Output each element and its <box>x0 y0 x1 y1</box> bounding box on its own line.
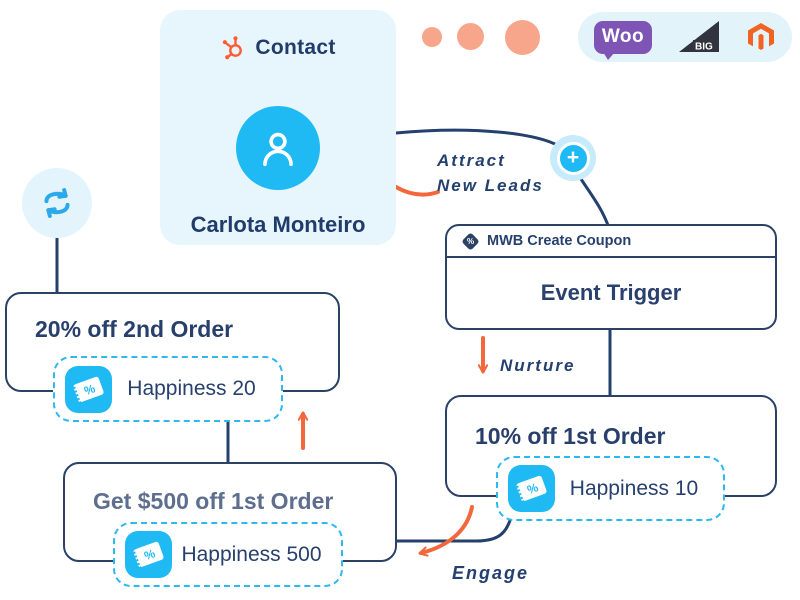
coupon-ticket-icon: % <box>508 465 555 512</box>
mwb-node-header: % MWB Create Coupon <box>447 226 775 258</box>
person-icon <box>263 132 293 167</box>
coupon-code-label: Happiness 20 <box>127 377 256 400</box>
offer-title: 10% off 1st Order <box>475 423 666 449</box>
woo-logo-label: Woo <box>601 26 645 47</box>
sync-arrows-icon <box>44 188 70 218</box>
engage-label: Engage <box>452 563 530 583</box>
coupon-chip-happiness-500[interactable]: % Happiness 500 <box>113 522 343 587</box>
contact-card-header: Contact <box>220 34 335 61</box>
flow-dot-medium <box>457 23 484 50</box>
offer-title: Get $500 off 1st Order <box>93 488 334 514</box>
magento-logo[interactable] <box>746 22 776 52</box>
nurture-label: Nurture <box>500 356 576 375</box>
coupon-chip-happiness-10[interactable]: % Happiness 10 <box>496 456 725 521</box>
coupon-code-label: Happiness 10 <box>569 476 699 500</box>
contact-name: Carlota Monteiro <box>190 212 366 237</box>
hubspot-contact-card[interactable]: Contact Carlota Monteiro <box>160 10 396 245</box>
hubspot-logo-icon <box>223 36 243 60</box>
event-trigger-label: Event Trigger <box>540 280 682 305</box>
bigcommerce-logo[interactable]: BIG <box>679 21 719 53</box>
flow-dot-large <box>505 20 540 55</box>
plus-icon: + <box>556 141 590 175</box>
platforms-pill: Woo BIG <box>578 12 792 62</box>
coupon-chip-happiness-20[interactable]: % Happiness 20 <box>53 356 283 422</box>
mwb-node-title: MWB Create Coupon <box>487 233 632 249</box>
contact-avatar <box>236 106 320 190</box>
offer-title: 20% off 2nd Order <box>35 316 234 342</box>
mwb-create-coupon-node[interactable]: % MWB Create Coupon Event Trigger <box>445 224 777 330</box>
coupon-ticket-icon: % <box>65 365 112 413</box>
mwb-coupon-icon: % <box>461 231 480 251</box>
big-logo-label: BIG <box>695 42 713 53</box>
add-step-button[interactable]: + <box>550 135 596 181</box>
sync-icon[interactable] <box>22 168 92 238</box>
flow-dot-small <box>422 27 442 47</box>
woocommerce-logo[interactable]: Woo <box>594 20 652 60</box>
coupon-code-label: Happiness 500 <box>181 542 322 566</box>
contact-card-title: Contact <box>255 35 336 59</box>
coupon-ticket-icon: % <box>125 531 172 578</box>
attract-new-leads-label: Attract New Leads <box>437 151 544 195</box>
